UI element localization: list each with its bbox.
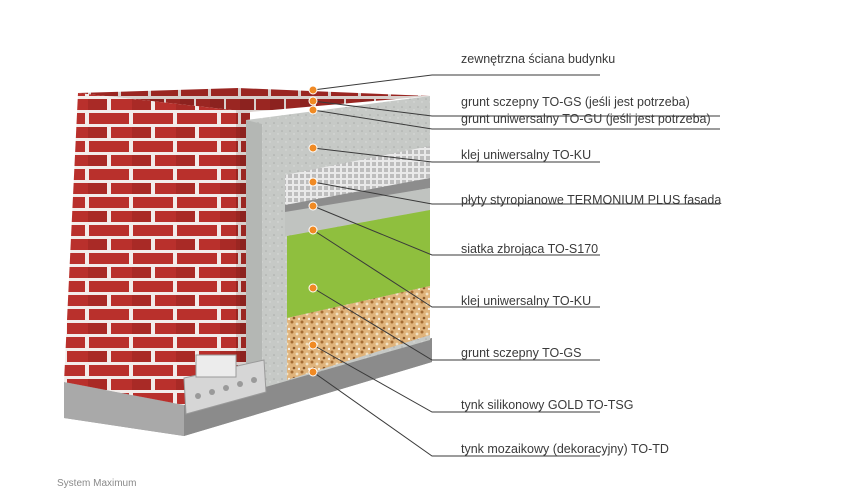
marker [308,105,318,115]
marker [308,177,318,187]
label-styrofoam-boards: płyty styropianowe TERMONIUM PLUS fasada [461,193,722,207]
brick-wall-top [78,88,430,112]
marker [308,340,318,350]
mosaic-plaster [287,286,430,380]
label-adhesive-ku-2: klej uniwersalny TO-KU [461,294,592,308]
label-primer-gs-optional: grunt sczepny TO-GS (jeśli jest potrzeba… [461,95,690,109]
green-render [287,210,430,318]
marker [308,225,318,235]
marker [308,85,318,95]
marker [308,283,318,293]
label-silicone-plaster: tynk silikonowy GOLD TO-TSG [461,398,634,412]
adhesive-layer [285,188,430,236]
reinforcing-mesh [285,146,430,212]
brick-wall [64,93,250,405]
marker [308,143,318,153]
caption-system-name: System Maximum [57,478,137,489]
label-adhesive-ku-1: klej uniwersalny TO-KU [461,148,592,162]
label-reinforcing-mesh: siatka zbrojąca TO-S170 [461,242,599,256]
label-external-wall: zewnętrzna ściana budynku [461,52,616,66]
label-primer-gs: grunt sczepny TO-GS [461,346,582,360]
marker [308,367,318,377]
label-primer-gu-optional: grunt uniwersalny TO-GU (jeśli jest potr… [461,112,711,126]
marker [308,201,318,211]
marker [308,96,318,106]
label-mosaic-plaster: tynk mozaikowy (dekoracyjny) TO-TD [461,442,669,456]
